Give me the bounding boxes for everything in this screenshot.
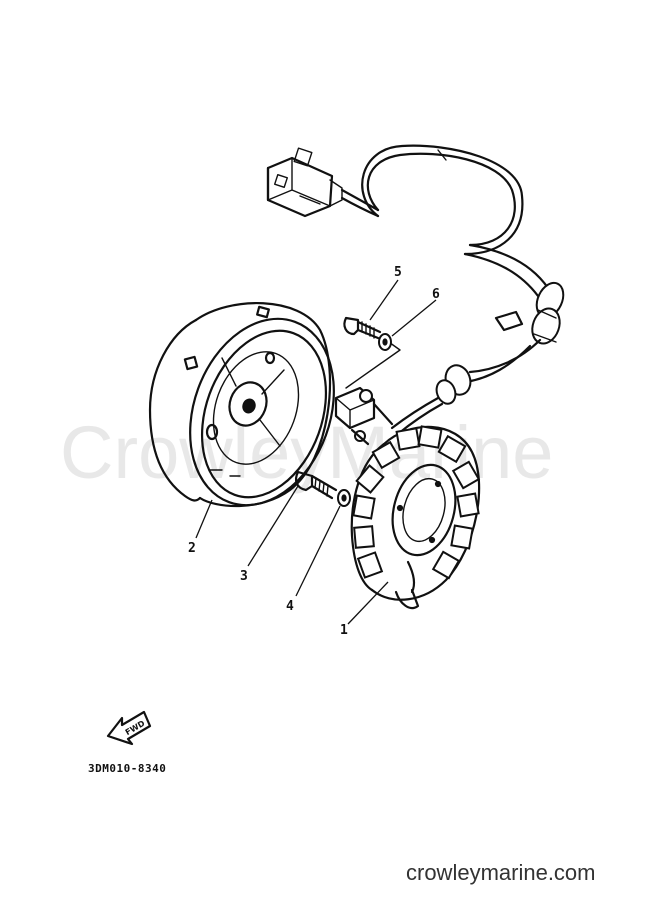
leader-6 bbox=[391, 299, 437, 337]
leader-lines bbox=[195, 279, 437, 625]
flywheel-rotor bbox=[148, 301, 335, 508]
stator-coil-assembly bbox=[350, 425, 481, 610]
pickup-coil bbox=[334, 339, 401, 446]
screw-5 bbox=[343, 316, 382, 340]
part-code: 3DM010-8340 bbox=[88, 762, 166, 775]
grommet-upper bbox=[531, 281, 565, 345]
callout-2: 2 bbox=[188, 541, 196, 556]
washer-6 bbox=[378, 333, 392, 351]
wire-coupler bbox=[266, 147, 343, 218]
leader-2 bbox=[195, 499, 213, 539]
wire-harness bbox=[266, 144, 565, 436]
leader-4 bbox=[295, 505, 341, 597]
bolt-3 bbox=[295, 470, 338, 500]
washer-4 bbox=[337, 489, 351, 507]
callout-3: 3 bbox=[240, 569, 248, 584]
leader-1 bbox=[347, 581, 389, 625]
forward-arrow-icon: FWD bbox=[106, 710, 152, 746]
leader-5 bbox=[369, 279, 399, 321]
callout-5: 5 bbox=[394, 265, 402, 280]
callout-6: 6 bbox=[432, 287, 440, 302]
grommet-lower bbox=[435, 364, 472, 405]
site-label: crowleymarine.com bbox=[406, 860, 596, 885]
callout-1: 1 bbox=[340, 623, 348, 638]
callout-4: 4 bbox=[286, 599, 294, 614]
leader-3 bbox=[247, 485, 299, 567]
